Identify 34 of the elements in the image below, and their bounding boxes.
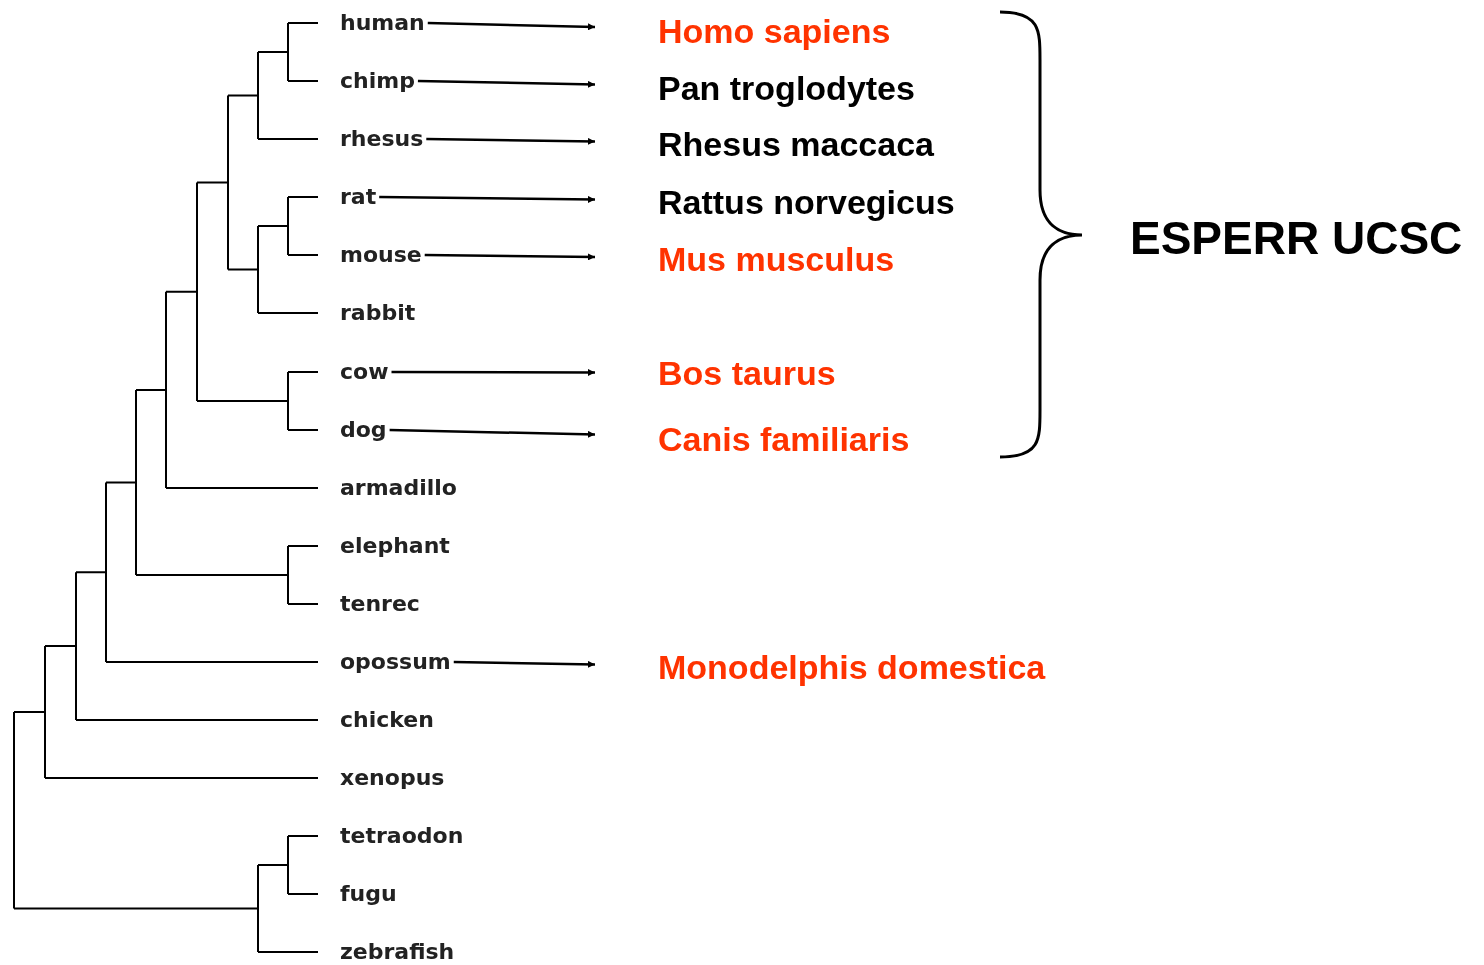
arrow: [379, 195, 595, 203]
common-name: rat: [340, 186, 377, 208]
species-name: Monodelphis domestica: [658, 650, 1046, 684]
common-name: mouse: [340, 244, 422, 266]
common-name: chimp: [340, 70, 415, 92]
common-name: cow: [340, 361, 389, 383]
group-label: ESPERR UCSC: [1130, 215, 1463, 261]
common-name: opossum: [340, 651, 451, 673]
arrow: [417, 79, 596, 88]
arrow: [426, 137, 595, 145]
common-name: tenrec: [340, 593, 420, 615]
common-name: armadillo: [340, 477, 457, 499]
species-name: Bos taurus: [658, 356, 836, 390]
species-name: Homo sapiens: [658, 14, 891, 48]
arrow: [453, 660, 596, 668]
species-name: Canis familiaris: [658, 422, 910, 456]
arrow: [389, 428, 596, 438]
common-name: rabbit: [340, 302, 416, 324]
common-name: dog: [340, 419, 387, 441]
common-name: xenopus: [340, 767, 445, 789]
species-name: Rattus norvegicus: [658, 185, 955, 219]
arrow: [391, 369, 595, 376]
common-name: human: [340, 12, 425, 34]
common-name: chicken: [340, 709, 434, 731]
common-name: fugu: [340, 883, 397, 905]
species-name: Mus musculus: [658, 242, 895, 276]
common-name: zebrafish: [340, 941, 455, 963]
species-name: Pan troglodytes: [658, 71, 915, 105]
species-name: Rhesus maccaca: [658, 127, 934, 161]
arrow: [424, 253, 595, 261]
common-name: rhesus: [340, 128, 424, 150]
common-name: tetraodon: [340, 825, 464, 847]
common-name: elephant: [340, 535, 450, 557]
arrow: [427, 21, 596, 31]
